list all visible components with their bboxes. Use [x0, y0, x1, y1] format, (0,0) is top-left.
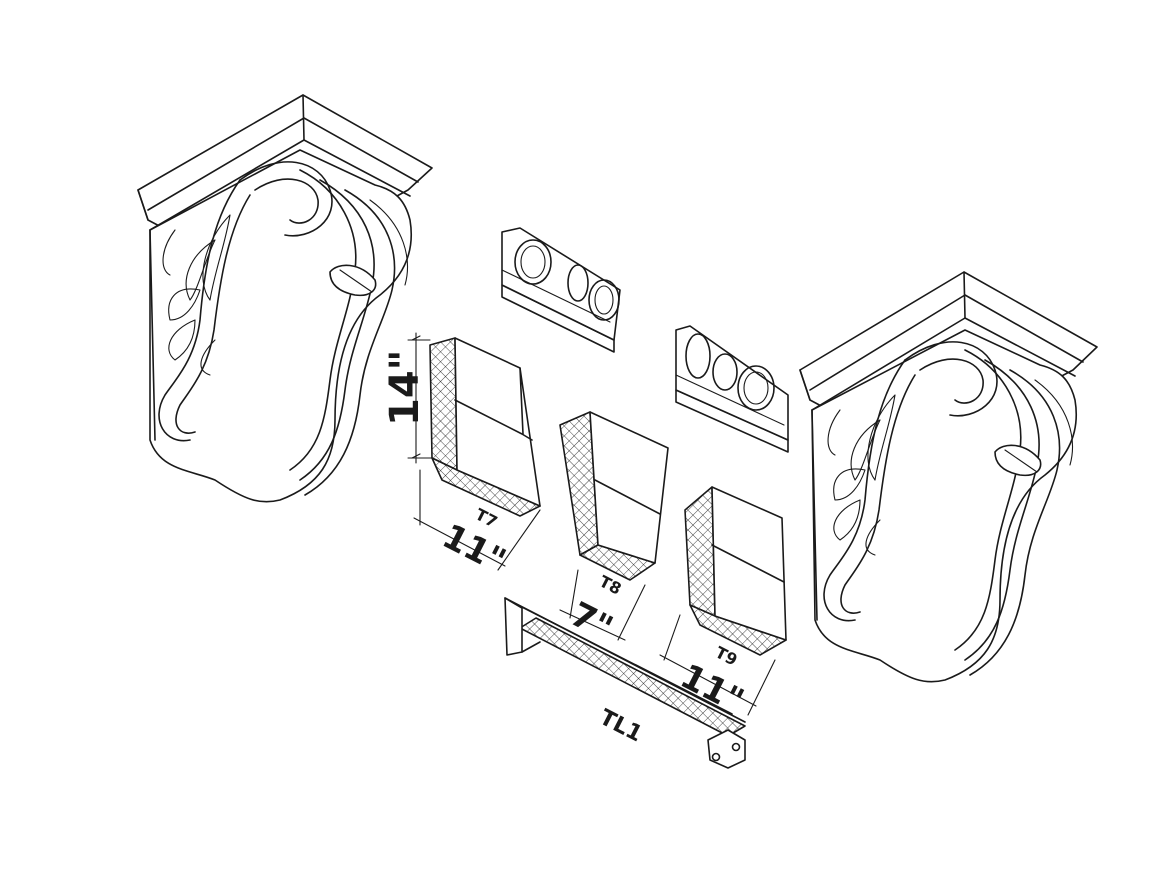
part-tl1 — [504, 597, 746, 769]
moulding-strip-lower — [675, 325, 789, 453]
tl1-tag: TL1 — [595, 705, 646, 747]
part-t9 — [659, 486, 787, 716]
corbel-left — [137, 94, 433, 503]
moulding-strip-upper — [501, 227, 621, 353]
part-t8 — [559, 411, 669, 641]
corbel-right — [799, 271, 1098, 683]
t9-tag: T9 — [712, 643, 740, 670]
height-dimension-label: 14" — [382, 349, 428, 426]
part-t7 — [407, 332, 541, 571]
t7-width-label: 11" — [436, 516, 512, 581]
